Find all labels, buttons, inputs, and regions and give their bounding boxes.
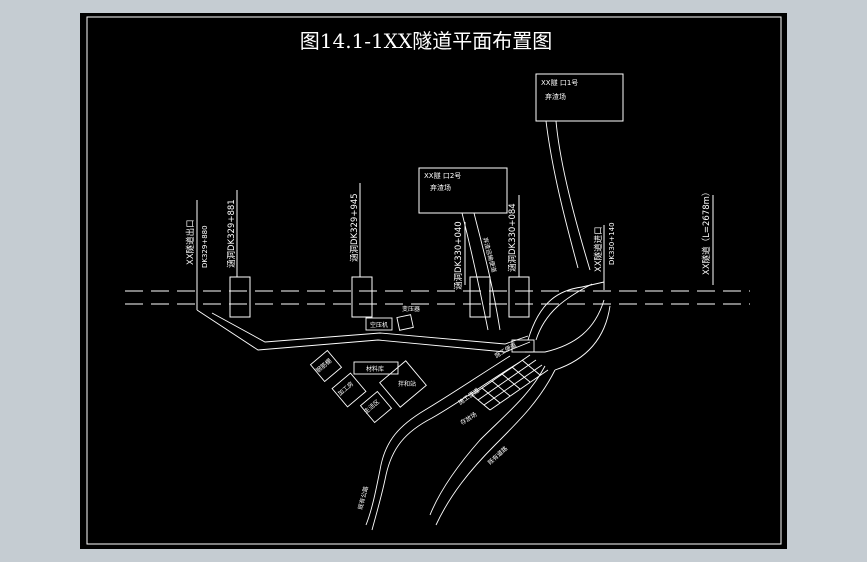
svg-text:空压机: 空压机: [370, 321, 388, 329]
construction-roads: [196, 281, 611, 531]
svg-text:变压器: 变压器: [402, 305, 420, 313]
drawing-border: [86, 16, 782, 545]
railway-line: [125, 290, 750, 305]
svg-text:XX隧 口2号: XX隧 口2号: [424, 171, 461, 180]
svg-text:涵洞DK329+881: 涵洞DK329+881: [226, 199, 237, 268]
svg-text:DK329+880: DK329+880: [201, 225, 209, 268]
svg-text:XX隧道进口: XX隧道进口: [593, 226, 604, 272]
spoil-yard-2: XX隧 口2号 弃渣场: [418, 167, 508, 214]
svg-text:DK330+140: DK330+140: [608, 222, 616, 265]
svg-text:拌和站: 拌和站: [398, 380, 416, 388]
svg-text:XX隧 口1号: XX隧 口1号: [541, 78, 578, 87]
svg-text:XX隧道（L=2678m）: XX隧道（L=2678m）: [701, 188, 712, 275]
mixing-plant: [471, 339, 549, 411]
vertical-labels: XX隧道出口 DK329+880 涵洞DK329+881 涵洞DK329+945…: [185, 188, 712, 290]
svg-text:涵洞DK330+084: 涵洞DK330+084: [507, 203, 518, 272]
svg-text:材料库: 材料库: [366, 365, 384, 373]
svg-text:涵洞DK330+040: 涵洞DK330+040: [453, 221, 464, 290]
svg-text:弃渣场: 弃渣场: [430, 183, 451, 192]
drawing-title: 图14.1-1XX隧道平面布置图: [300, 29, 553, 53]
spoil-yard-1: XX隧 口1号 弃渣场: [535, 73, 624, 122]
svg-text:XX隧道出口: XX隧道出口: [185, 219, 196, 265]
svg-text:弃渣场: 弃渣场: [545, 92, 566, 101]
leader-lines: [196, 183, 714, 310]
drawing-canvas: [80, 13, 787, 549]
svg-text:涵洞DK329+945: 涵洞DK329+945: [349, 193, 360, 262]
